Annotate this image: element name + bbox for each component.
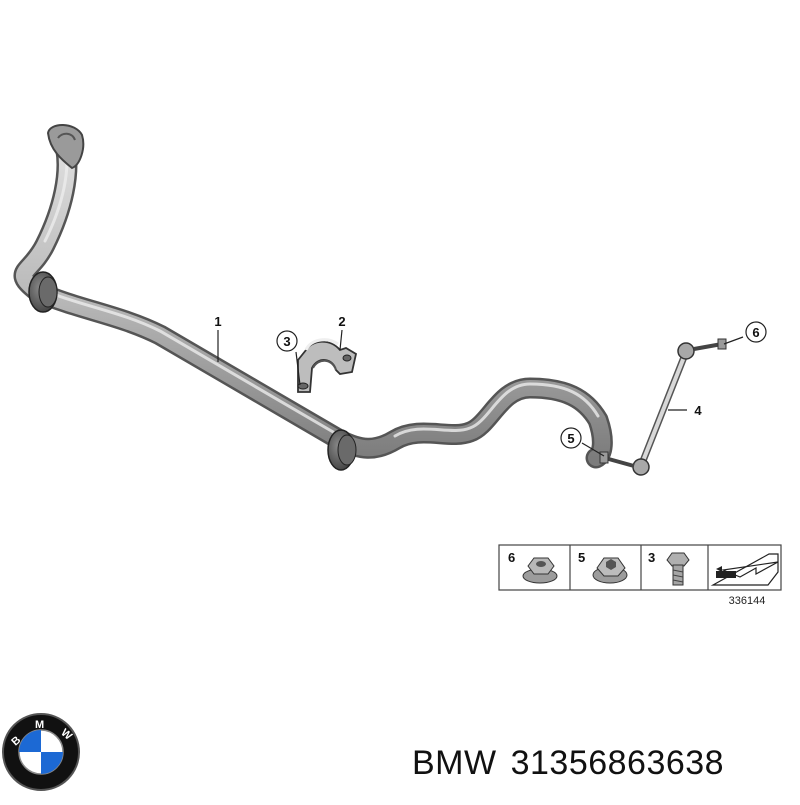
- bar-bushing-left: [28, 271, 58, 313]
- drawing-number: 336144: [729, 595, 766, 607]
- callout-1-label: 1: [214, 314, 221, 329]
- leader-lines: [217, 329, 744, 457]
- callout-3: 3: [276, 330, 298, 352]
- part-number: 31356863638: [510, 744, 725, 782]
- callout-6-label: 6: [752, 325, 759, 340]
- legend-item-bolt: 3: [648, 550, 690, 586]
- callout-6: 6: [745, 321, 767, 343]
- bmw-logo-icon: B M W: [2, 713, 80, 791]
- legend-number-6: 6: [508, 550, 515, 565]
- callout-3-label: 3: [283, 334, 290, 349]
- brand-label: BMW: [412, 744, 497, 782]
- fastener-legend: 6 5 3: [498, 544, 782, 607]
- callout-2-label: 2: [338, 314, 345, 329]
- part-caption: BMW 31356863638: [412, 738, 792, 788]
- callout-4: 4: [694, 403, 702, 418]
- bar-bushing-right: [327, 429, 357, 471]
- stabilizer-link: [599, 338, 727, 476]
- svg-text:M: M: [35, 719, 44, 731]
- legend-number-3: 3: [648, 550, 655, 565]
- arrow-stamp-icon: [710, 553, 779, 586]
- bolt-icon: [666, 552, 690, 586]
- legend-item-arrow-stamp: [710, 553, 779, 586]
- callout-4-label: 4: [694, 403, 702, 418]
- legend-item-lock-nut: 5: [578, 550, 628, 584]
- stabilizer-bar: [13, 124, 613, 469]
- flange-nut-icon: [522, 557, 558, 584]
- lock-nut-icon: [592, 557, 628, 584]
- legend-item-flange-nut: 6: [508, 550, 558, 584]
- callout-5-label: 5: [567, 431, 574, 446]
- callout-5: 5: [560, 427, 582, 449]
- bush-bracket: [297, 338, 358, 393]
- legend-number-5: 5: [578, 550, 585, 565]
- callout-1: 1: [214, 314, 221, 329]
- callout-2: 2: [338, 314, 345, 329]
